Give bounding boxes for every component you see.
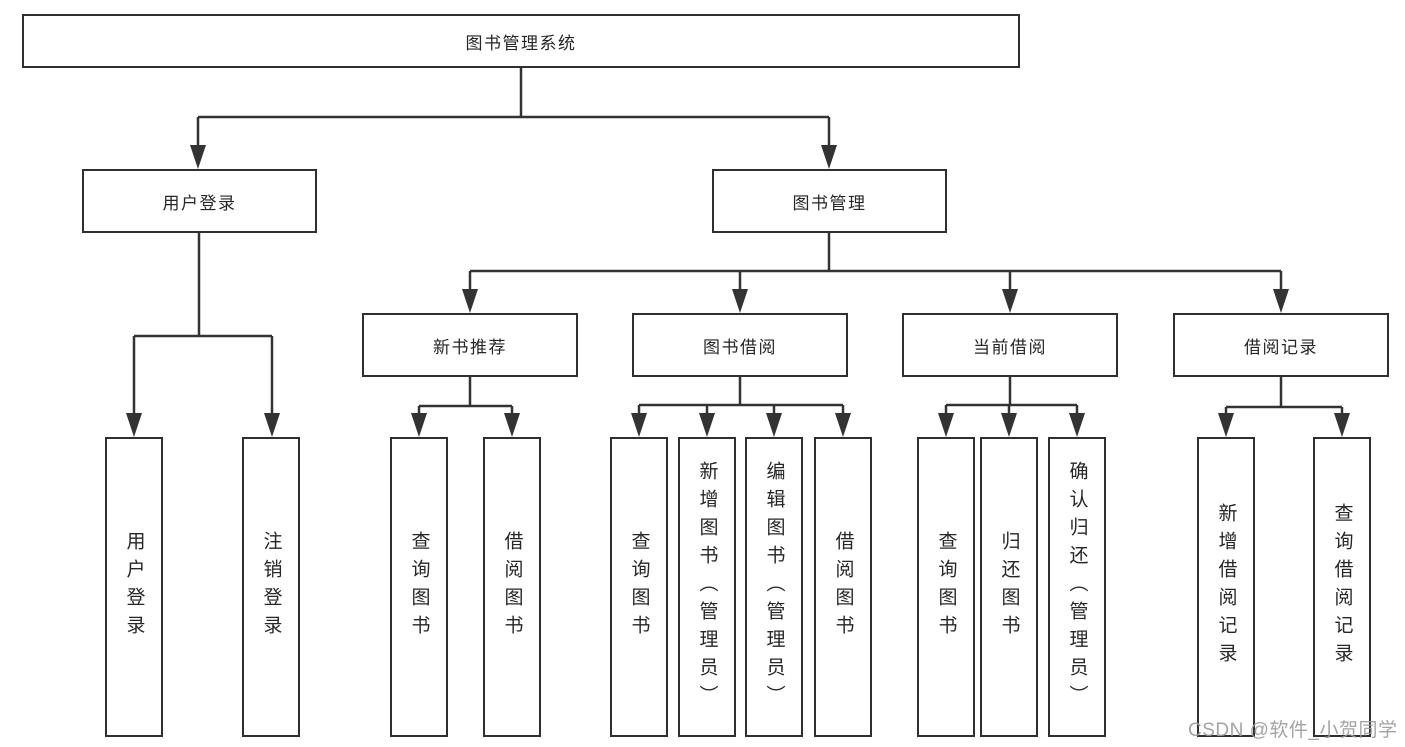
node-label: 当前借阅 bbox=[973, 337, 1047, 357]
node-library-system: 图书管理系统 bbox=[22, 14, 1020, 68]
leaf-query-books-recommend: 查询图书 bbox=[390, 437, 448, 737]
leaf-label: 用户登录 bbox=[123, 531, 145, 643]
connector-arrowhead bbox=[732, 289, 748, 313]
connector-arrowhead bbox=[264, 413, 280, 437]
leaf-label: 查询图书 bbox=[408, 531, 430, 643]
leaf-label: 借阅图书 bbox=[501, 531, 523, 643]
connector-arrowhead bbox=[835, 413, 851, 437]
leaf-query-books-borrowing: 查询图书 bbox=[610, 437, 668, 737]
watermark: CSDN @软件_小贺同学 bbox=[1188, 720, 1398, 741]
node-label: 图书管理 bbox=[792, 193, 867, 213]
node-current-borrowing: 当前借阅 bbox=[902, 313, 1118, 377]
leaf-label: 注销登录 bbox=[260, 531, 282, 643]
connector-arrowhead bbox=[699, 413, 715, 437]
leaf-user-login: 用户登录 bbox=[105, 437, 163, 737]
leaf-label: 查询图书 bbox=[935, 531, 957, 643]
node-label: 用户登录 bbox=[162, 193, 237, 213]
leaf-confirm-return-admin: 确认归还（管理员） bbox=[1048, 437, 1106, 737]
connector-arrowhead bbox=[190, 145, 206, 169]
leaf-logout: 注销登录 bbox=[242, 437, 300, 737]
node-label: 新书推荐 bbox=[433, 337, 507, 357]
leaf-label: 确认归还（管理员） bbox=[1066, 461, 1088, 713]
connector-arrowhead bbox=[1218, 413, 1234, 437]
connector-arrowhead bbox=[126, 413, 142, 437]
node-new-book-recommendation: 新书推荐 bbox=[362, 313, 578, 377]
leaf-label: 查询图书 bbox=[628, 531, 650, 643]
leaf-label: 查询借阅记录 bbox=[1331, 503, 1353, 671]
leaf-label: 借阅图书 bbox=[832, 531, 854, 643]
connector-arrowhead bbox=[631, 413, 647, 437]
node-label: 借阅记录 bbox=[1244, 337, 1318, 357]
leaf-add-borrow-record: 新增借阅记录 bbox=[1197, 437, 1255, 737]
leaf-label: 归还图书 bbox=[998, 531, 1020, 643]
connector-arrowhead bbox=[1001, 413, 1017, 437]
connector-arrowhead bbox=[821, 145, 837, 169]
leaf-add-book-admin: 新增图书（管理员） bbox=[678, 437, 736, 737]
leaf-label: 新增图书（管理员） bbox=[696, 461, 718, 713]
connector-arrowhead bbox=[504, 413, 520, 437]
node-book-borrowing: 图书借阅 bbox=[632, 313, 848, 377]
connector-arrowhead bbox=[462, 289, 478, 313]
leaf-query-borrow-record: 查询借阅记录 bbox=[1313, 437, 1371, 737]
connector-arrowhead bbox=[1002, 289, 1018, 313]
node-book-management: 图书管理 bbox=[712, 169, 947, 233]
connector-arrowhead bbox=[1273, 289, 1289, 313]
leaf-label: 新增借阅记录 bbox=[1215, 503, 1237, 671]
node-label: 图书管理系统 bbox=[465, 33, 577, 53]
leaf-label: 编辑图书（管理员） bbox=[763, 461, 785, 713]
leaf-borrow-books-borrowing: 借阅图书 bbox=[814, 437, 872, 737]
connector-arrowhead bbox=[766, 413, 782, 437]
connector-arrowhead bbox=[1334, 413, 1350, 437]
connector-arrowhead bbox=[1069, 413, 1085, 437]
leaf-query-books-current: 查询图书 bbox=[917, 437, 975, 737]
connector-arrowhead bbox=[938, 413, 954, 437]
node-label: 图书借阅 bbox=[703, 337, 777, 357]
node-borrowing-records: 借阅记录 bbox=[1173, 313, 1389, 377]
node-user-login: 用户登录 bbox=[82, 169, 317, 233]
leaf-borrow-books-recommend: 借阅图书 bbox=[483, 437, 541, 737]
leaf-return-books: 归还图书 bbox=[980, 437, 1038, 737]
leaf-edit-book-admin: 编辑图书（管理员） bbox=[745, 437, 803, 737]
connector-arrowhead bbox=[411, 413, 427, 437]
